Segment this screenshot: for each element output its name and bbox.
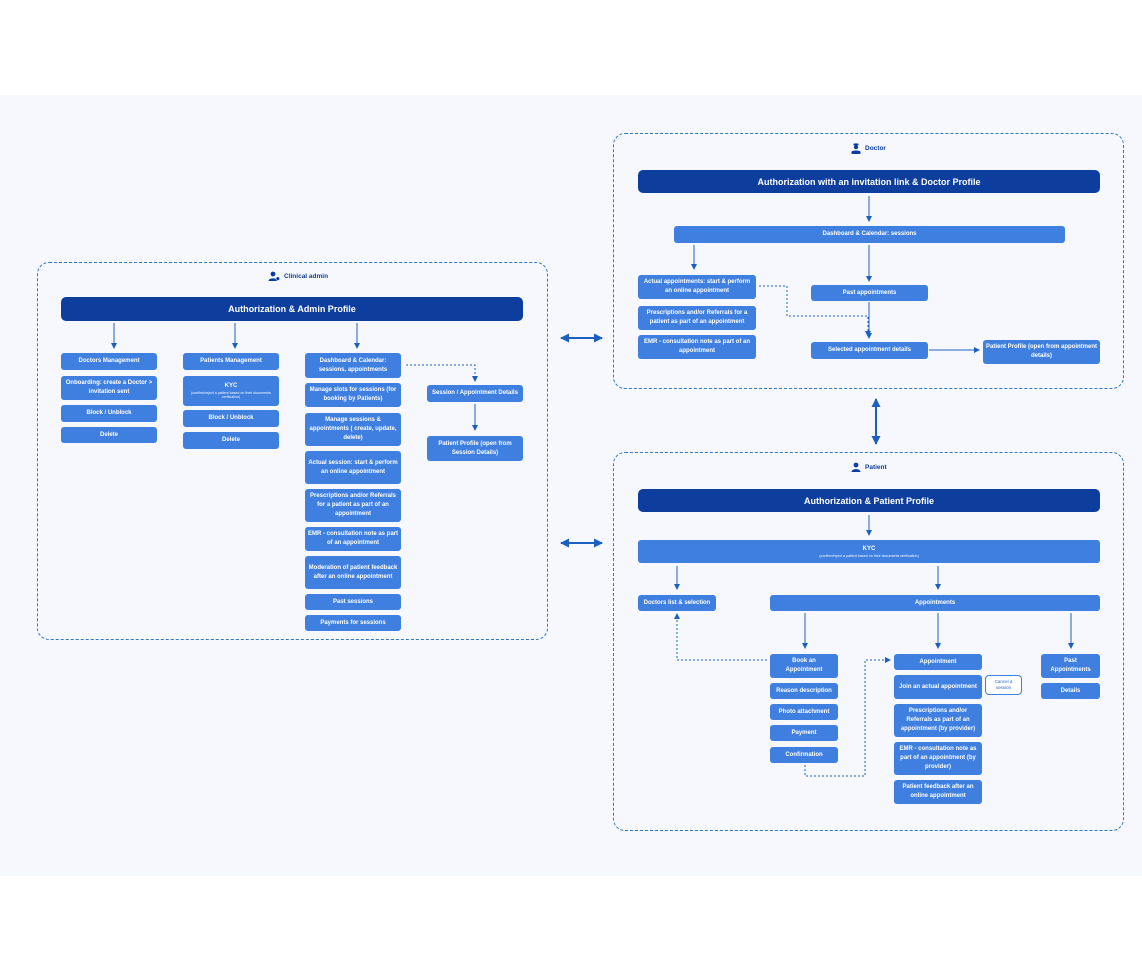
past-appointments-box: Past appointments — [811, 285, 928, 301]
selected-appointment-box: Selected appointment details — [811, 342, 928, 359]
patient-feedback-box: Patient feedback after an online appoint… — [894, 780, 982, 804]
book-appointment-box: Book an Appointment — [770, 654, 838, 678]
patient-label: Patient — [865, 463, 887, 471]
patient-kyc-note: (confirm/reject a patient based on their… — [819, 553, 919, 558]
admin-patient-profile-box: Patient Profile (open from Session Detai… — [427, 436, 523, 461]
appointments-box: Appointments — [770, 595, 1100, 611]
doctor-label: Doctor — [865, 145, 886, 152]
patient-auth-header: Authorization & Patient Profile — [638, 489, 1100, 512]
admin-kyc-box: KYC (confirm/reject a patient based on t… — [183, 376, 279, 406]
doctor-panel — [613, 133, 1124, 389]
clinical-admin-title: Clinical admin — [268, 271, 328, 281]
onboarding-box: Onboarding: create a Doctor > invitation… — [61, 376, 157, 400]
session-details-box: Session / Appointment Details — [427, 385, 523, 402]
patient-panel — [613, 452, 1124, 831]
admin-kyc-label: KYC — [224, 382, 238, 389]
doctor-delete-box: Delete — [61, 427, 157, 443]
details-box: Details — [1041, 683, 1100, 699]
patient-kyc-label: KYC — [862, 545, 876, 552]
doctor-auth-header: Authorization with an invitation link & … — [638, 170, 1100, 193]
doctor-emr-box: EMR - consultation note as part of an ap… — [638, 335, 756, 359]
doctors-list-box: Doctors list & selection — [638, 595, 716, 611]
patient-delete-box: Delete — [183, 432, 279, 449]
patients-management-box: Patients Management — [183, 353, 279, 370]
manage-slots-box: Manage slots for sessions (for booking b… — [305, 383, 401, 407]
payment-box: Payment — [770, 725, 838, 741]
clinical-admin-label: Clinical admin — [284, 272, 329, 280]
payments-box: Payments for sessions — [305, 615, 401, 631]
appointment-box: Appointment — [894, 654, 982, 670]
admin-user-icon — [268, 271, 280, 281]
actual-appointments-box: Actual appointments: start & perform an … — [638, 275, 756, 299]
patient-block-box: Block / Unblock — [183, 410, 279, 427]
admin-prescriptions-box: Prescriptions and/or Referrals for a pat… — [305, 489, 401, 522]
past-sessions-box: Past sessions — [305, 594, 401, 610]
clinical-admin-panel — [37, 262, 548, 640]
doctor-patient-profile-box: Patient Profile (open from appointment d… — [983, 340, 1100, 364]
admin-emr-box: EMR - consultation note as part of an ap… — [305, 527, 401, 551]
past-appointments-patient-box: Past Appointments — [1041, 654, 1100, 678]
patient-emr-box: EMR - consultation note as part of an ap… — [894, 742, 982, 775]
doctor-prescriptions-box: Prescriptions and/or Referrals for a pat… — [638, 306, 756, 330]
join-appointment-box: Join an actual appointment — [894, 675, 982, 699]
photo-attachment-box: Photo attachment — [770, 704, 838, 720]
admin-dashboard-box: Dashboard & Calendar: sessions, appointm… — [305, 353, 401, 378]
actual-session-box: Actual session: start & perform an onlin… — [305, 451, 401, 484]
cancel-session-box: Cancel a session — [985, 675, 1022, 695]
doctors-management-box: Doctors Management — [61, 353, 157, 370]
doctor-block-box: Block / Unblock — [61, 405, 157, 422]
feedback-moderation-box: Moderation of patient feedback after an … — [305, 556, 401, 589]
reason-description-box: Reason description — [770, 683, 838, 699]
doctor-title: Doctor — [851, 143, 886, 154]
admin-kyc-note: (confirm/reject a patient based on their… — [191, 390, 271, 400]
confirmation-box: Confirmation — [770, 747, 838, 763]
patient-title: Patient — [851, 462, 887, 472]
patient-prescriptions-box: Prescriptions and/or Referrals as part o… — [894, 704, 982, 737]
manage-sessions-box: Manage sessions & appointments ( create,… — [305, 413, 401, 446]
patient-icon — [851, 462, 861, 472]
admin-auth-header: Authorization & Admin Profile — [61, 297, 523, 321]
patient-kyc-box: KYC (confirm/reject a patient based on t… — [638, 540, 1100, 563]
doctor-icon — [851, 143, 861, 154]
doctor-dashboard-box: Dashboard & Calendar: sessions — [674, 226, 1065, 243]
